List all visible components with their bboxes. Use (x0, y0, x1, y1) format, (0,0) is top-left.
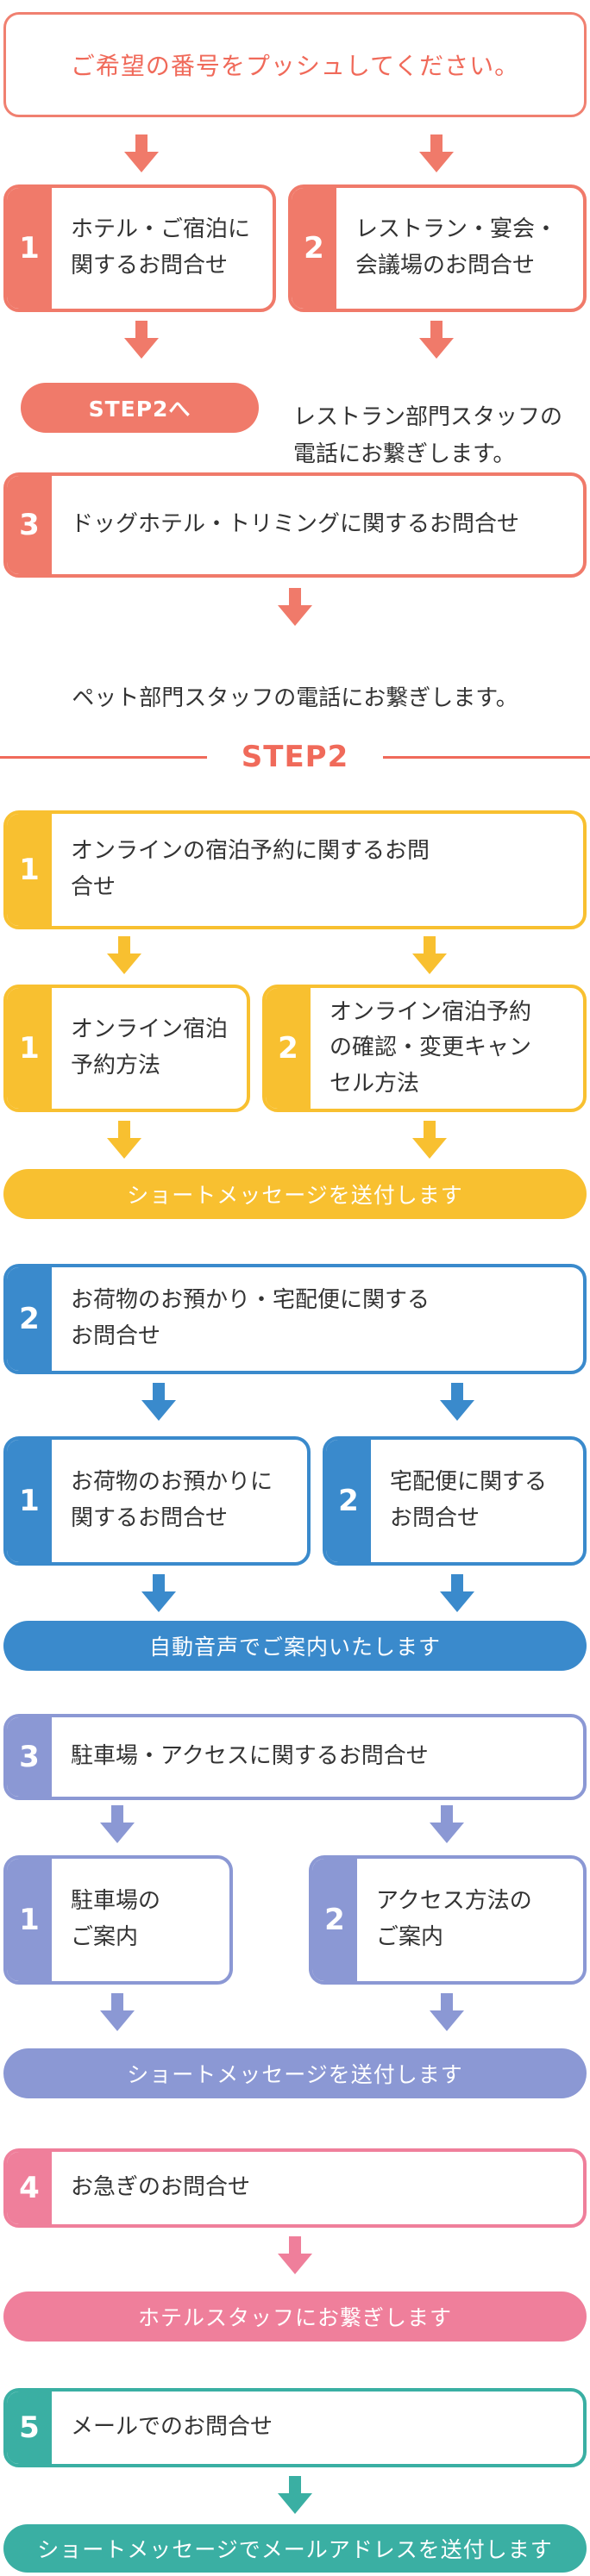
arrow-down-icon (100, 1993, 135, 2031)
parking-result-text: ショートメッセージを送付します (127, 2062, 463, 2087)
option-label: お荷物のお預かりに 関するお問合せ (71, 1469, 273, 1531)
arrow-down-icon (124, 321, 159, 359)
option-label: オンライン宿泊 予約方法 (71, 1016, 229, 1079)
option-dog-hotel[interactable]: 3 ドッグホテル・トリミングに関するお問合せ (3, 472, 587, 578)
arrow-down-icon (412, 1121, 447, 1159)
divider (383, 755, 590, 759)
urgent-result: ホテルスタッフにお繋ぎします (3, 2292, 587, 2342)
option-parking[interactable]: 1 駐車場の ご案内 (3, 1855, 233, 1985)
option-number: 1 (7, 188, 52, 309)
option-online-reservation[interactable]: 1 オンラインの宿泊予約に関するお問 合せ (3, 810, 587, 929)
option-number: 3 (7, 1717, 52, 1797)
option-delivery[interactable]: 2 宅配便に関する お問合せ (323, 1436, 587, 1566)
step2-header: STEP2 (0, 738, 590, 776)
arrow-down-icon (107, 1121, 141, 1159)
option-online-change-cancel[interactable]: 2 オンライン宿泊予約 の確認・変更キャン セル方法 (262, 985, 587, 1112)
option-urgent[interactable]: 4 お急ぎのお問合せ (3, 2148, 587, 2228)
arrow-down-icon (419, 321, 454, 359)
parking-result: ショートメッセージを送付します (3, 2048, 587, 2098)
goto-step2-button[interactable]: STEP2へ (21, 383, 259, 433)
arrow-down-icon (107, 936, 141, 974)
arrow-down-icon (141, 1574, 176, 1612)
arrow-down-icon (278, 2476, 312, 2514)
option-parking-access[interactable]: 3 駐車場・アクセスに関するお問合せ (3, 1714, 587, 1800)
option-label: オンライン宿泊予約 の確認・変更キャン セル方法 (330, 998, 532, 1097)
option-label: オンラインの宿泊予約に関するお問 合せ (71, 838, 430, 900)
luggage-result-text: 自動音声でご案内いたします (148, 1635, 441, 1660)
option-luggage[interactable]: 1 お荷物のお預かりに 関するお問合せ (3, 1436, 311, 1566)
option-number: 2 (292, 188, 336, 309)
divider (0, 755, 207, 759)
arrow-down-icon (100, 1805, 135, 1843)
goto-step2-label: STEP2へ (88, 397, 191, 422)
dog-result-text: ペット部門スタッフの電話にお繋ぎします。 (72, 685, 518, 711)
option-hotel[interactable]: 1 ホテル・ご宿泊に 関するお問合せ (3, 184, 276, 312)
option-online-how-to[interactable]: 1 オンライン宿泊 予約方法 (3, 985, 250, 1112)
intro-text: ご希望の番号をプッシュしてください。 (70, 52, 520, 80)
option-label: ホテル・ご宿泊に 関するお問合せ (71, 216, 251, 278)
option-label: 駐車場の ご案内 (71, 1888, 161, 1950)
option-restaurant[interactable]: 2 レストラン・宴会・ 会議場のお問合せ (288, 184, 587, 312)
restaurant-result-text: レストラン部門スタッフの 電話にお繋ぎします。 (293, 403, 563, 467)
option-number: 1 (7, 988, 52, 1109)
option-number: 1 (7, 1440, 52, 1562)
arrow-down-icon (412, 936, 447, 974)
option-number: 3 (7, 476, 52, 574)
arrow-down-icon (430, 1993, 464, 2031)
arrow-down-icon (430, 1805, 464, 1843)
option-label: 駐車場・アクセスに関するお問合せ (71, 1743, 429, 1770)
option-label: アクセス方法の ご案内 (376, 1888, 532, 1950)
option-mail[interactable]: 5 メールでのお問合せ (3, 2388, 587, 2467)
arrow-down-icon (141, 1383, 176, 1421)
mail-result-text: ショートメッセージでメールアドレスを送付します (37, 2537, 553, 2562)
urgent-result-text: ホテルスタッフにお繋ぎします (137, 2305, 452, 2330)
online-result: ショートメッセージを送付します (3, 1169, 587, 1219)
option-number: 2 (326, 1440, 371, 1562)
intro-box: ご希望の番号をプッシュしてください。 (3, 12, 587, 117)
option-number: 4 (7, 2152, 52, 2224)
dog-result: ペット部門スタッフの電話にお繋ぎします。 (0, 643, 590, 717)
arrow-down-icon (124, 134, 159, 172)
mail-result: ショートメッセージでメールアドレスを送付します (3, 2524, 587, 2573)
arrow-down-icon (419, 134, 454, 172)
option-label: レストラン・宴会・ 会議場のお問合せ (355, 216, 558, 278)
option-number: 1 (7, 814, 52, 926)
option-number: 2 (266, 988, 311, 1109)
option-luggage-delivery[interactable]: 2 お荷物のお預かり・宅配便に関する お問合せ (3, 1264, 587, 1374)
option-label: ドッグホテル・トリミングに関するお問合せ (71, 511, 520, 538)
option-label: お急ぎのお問合せ (71, 2174, 251, 2201)
arrow-down-icon (278, 2236, 312, 2274)
arrow-down-icon (278, 588, 312, 626)
luggage-result: 自動音声でご案内いたします (3, 1621, 587, 1671)
arrow-down-icon (440, 1574, 474, 1612)
option-label: お荷物のお預かり・宅配便に関する お問合せ (71, 1287, 430, 1349)
option-label: メールでのお問合せ (71, 2414, 273, 2441)
online-result-text: ショートメッセージを送付します (127, 1183, 463, 1208)
option-number: 2 (312, 1859, 357, 1981)
option-number: 2 (7, 1267, 52, 1371)
option-number: 5 (7, 2392, 52, 2464)
option-access[interactable]: 2 アクセス方法の ご案内 (309, 1855, 587, 1985)
option-label: 宅配便に関する お問合せ (390, 1469, 548, 1531)
arrow-down-icon (440, 1383, 474, 1421)
restaurant-result: レストラン部門スタッフの 電話にお繋ぎします。 (293, 362, 587, 473)
option-number: 1 (7, 1859, 52, 1981)
step2-title: STEP2 (241, 740, 349, 774)
